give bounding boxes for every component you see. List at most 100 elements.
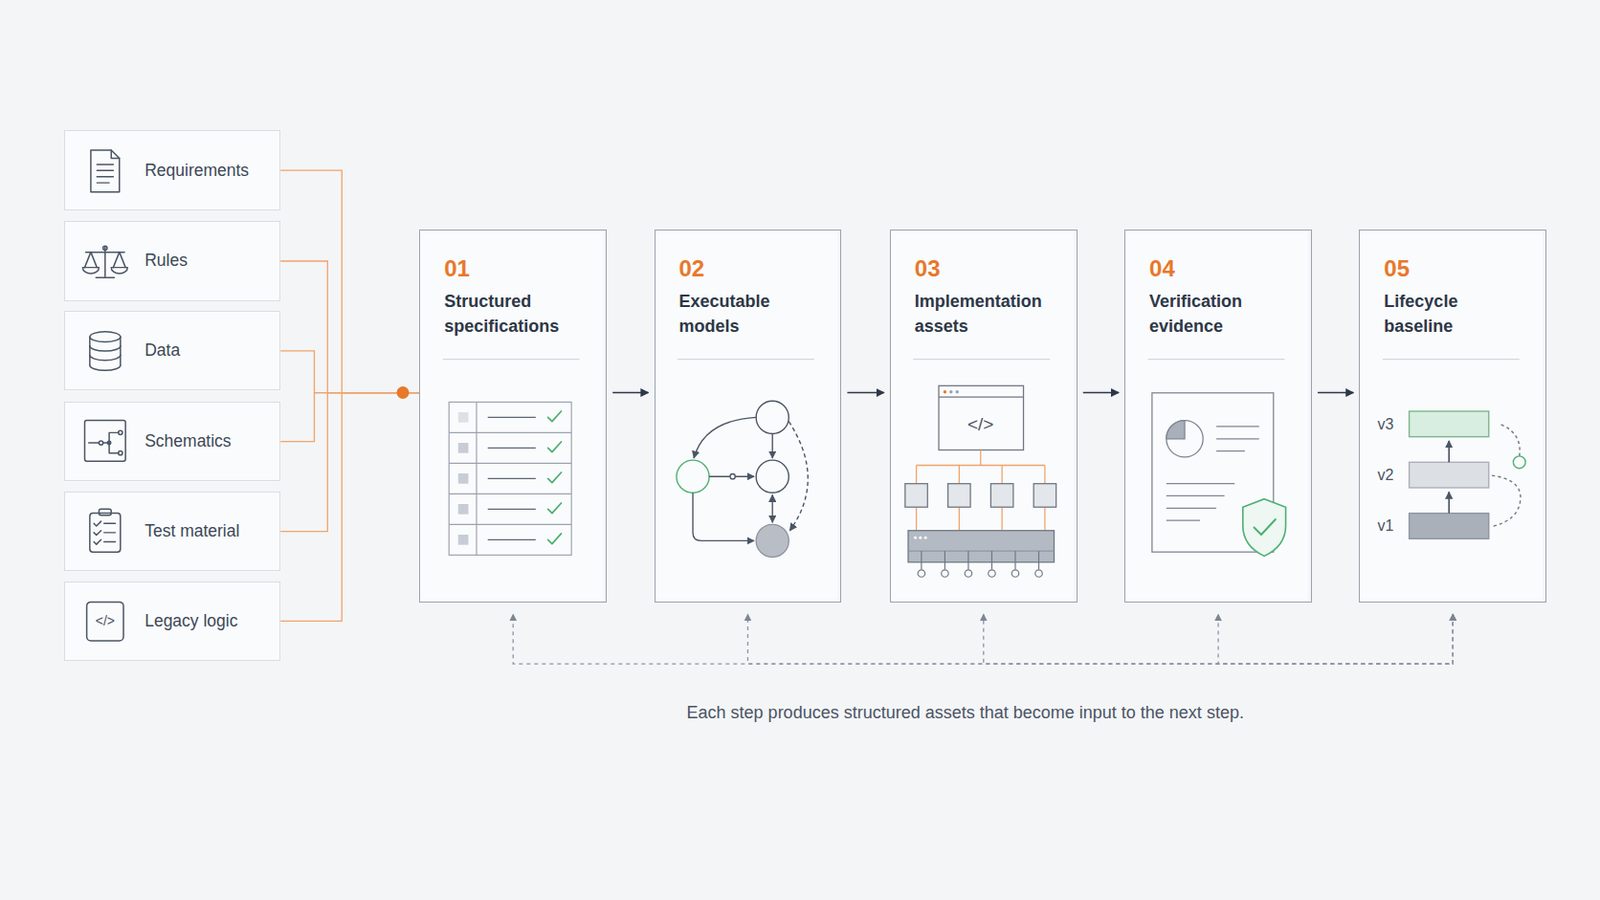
database-icon [119,336,121,366]
spec-table [458,473,469,485]
implementation-drawing [958,465,960,484]
feedback-connector [983,614,1454,665]
clipboard-icon [93,539,101,545]
spec-table [488,417,536,540]
model-graph [755,524,789,557]
spec-table [475,401,477,556]
scales-icon [112,252,126,268]
scales-icon [82,245,128,278]
step-title: Executable models [679,288,771,339]
spec-table [548,472,562,484]
input-icons [82,150,128,642]
step-title: Implementation assets [914,288,1043,339]
box-fills [64,131,281,211]
pin-row [1014,551,1016,570]
pin-row [1038,551,1040,570]
scales-icon [85,252,98,268]
caption: Each step produces structured assets tha… [687,703,1245,724]
evidence-document [1166,421,1203,458]
code-icon [87,601,124,642]
spec-table [458,412,469,546]
database-icon [89,332,121,372]
box-fills [889,229,1074,603]
model-graph [676,460,710,493]
evidence-document [1254,519,1276,535]
clipboard-icon [98,509,112,515]
connectors [280,170,1453,665]
pin-row [1035,570,1043,578]
clipboard-icon [89,509,121,553]
spec-table [548,533,562,545]
source-label: Legacy logic [144,611,238,632]
pin-row [1011,570,1019,578]
evidence-document [1166,508,1217,510]
database-icon [89,332,121,343]
box-fills [419,229,603,603]
pin-row [920,551,922,570]
process-step: 04Verification evidence [1124,229,1312,603]
version-stack [1447,491,1449,513]
input-line [280,261,420,394]
model-graph [693,417,756,459]
spec-table [548,411,562,545]
implementation-drawing [979,450,981,467]
implementation-drawing [958,507,960,532]
step-number: 05 [1383,254,1538,284]
input-line [280,351,420,394]
process-step: 02Executable models [654,229,843,603]
dividers [1382,358,1520,360]
evidence-document [1216,450,1245,452]
input-line [280,393,420,533]
database-icon [89,365,121,371]
step-number: 03 [914,254,1069,284]
spec-table [458,443,469,454]
model-graph [788,422,808,532]
box-fills [1124,229,1309,603]
clipboard-icon [104,532,116,534]
flow-arrow [846,392,884,395]
implementation-drawing [916,450,1045,532]
box-fills [64,581,281,662]
scales-icon [82,267,99,274]
implementation-drawing [916,465,1045,467]
step-title: Structured specifications [444,288,559,339]
box-fills [654,229,839,603]
document-icon [96,170,113,172]
spec-table [458,412,469,423]
pin-row [988,570,996,578]
model-graph [755,400,789,434]
schematic-icon [107,441,111,445]
pin-row [964,570,972,578]
implementation-drawing [908,550,1054,552]
pin-row [944,551,946,570]
spec-table [548,411,562,423]
source-label: Schematics [144,431,231,452]
input-source: Rules [64,221,281,301]
implementation-drawing [949,390,953,394]
clipboard-icon [93,521,101,527]
model-graph [676,400,808,557]
input-line [280,170,420,393]
version-stack [1409,411,1489,438]
step-number: 04 [1149,254,1304,284]
implementation-drawing [1044,465,1045,484]
version-tag: v3 [1377,416,1395,434]
spec-table [448,493,572,495]
implementation-drawing [915,507,917,532]
pin-row [917,570,925,578]
feedback-connector [512,614,1453,665]
flow-arrow [1317,392,1354,395]
clipboard-icon [104,523,116,525]
box-fills [64,311,281,391]
implementation-drawing [955,390,959,394]
document-icon [96,176,113,178]
spec-table [448,401,572,556]
evidence-document [1166,421,1185,440]
version-stack [1491,475,1521,527]
spec-table [448,463,572,465]
version-stack [1409,411,1527,539]
implementation-drawing [1033,484,1056,509]
version-tag: v1 [1377,517,1395,535]
implementation-drawing [938,396,1024,398]
clipboard-icon [104,541,116,543]
